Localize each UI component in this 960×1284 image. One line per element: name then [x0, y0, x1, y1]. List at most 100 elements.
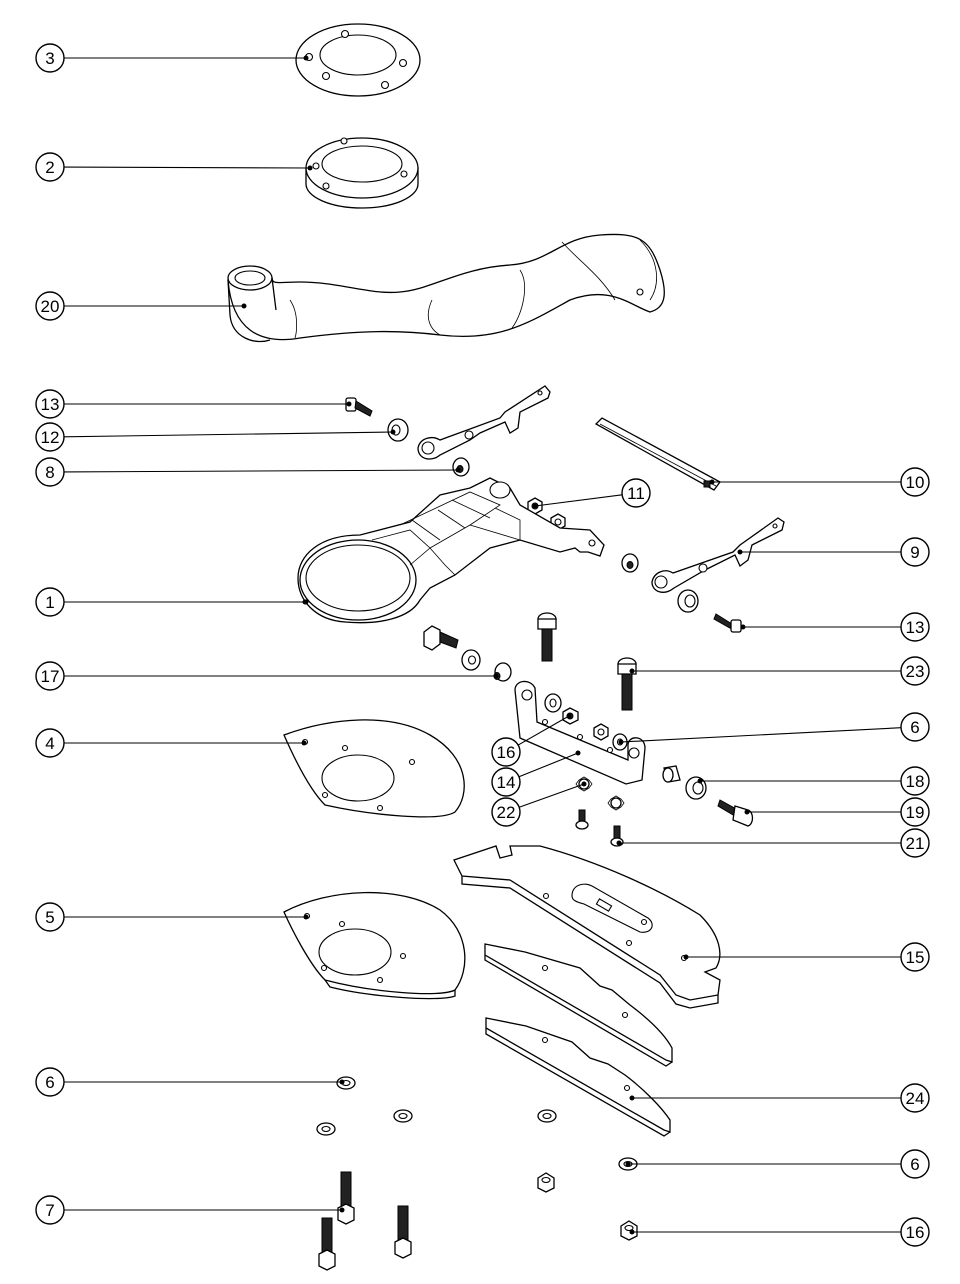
callout-7: 7: [35, 1195, 345, 1225]
callout-number: 16: [906, 1223, 925, 1242]
callout-number: 15: [906, 948, 925, 967]
washer-17-area: [462, 650, 480, 670]
callout-number: 1: [45, 593, 54, 612]
callout-number: 4: [45, 734, 54, 753]
callout-number: 5: [45, 908, 54, 927]
callout-18: 18: [697, 766, 930, 796]
leader-dot: [697, 778, 703, 784]
callout-bubble: [900, 1217, 930, 1247]
part-24-blade: [486, 1018, 670, 1136]
leader-dot: [740, 624, 746, 630]
leader-dot: [532, 503, 538, 509]
callout-bubble: [35, 902, 65, 932]
part-12-bushing: [388, 419, 408, 441]
callout-10: 10: [709, 467, 930, 497]
callout-bubble: [35, 389, 65, 419]
callout-number: 14: [497, 773, 516, 792]
part-13-screw-lower: [714, 614, 741, 632]
leader-line: [63, 469, 459, 473]
callout-16a: 16: [491, 713, 572, 767]
callout-12: 12: [35, 422, 396, 452]
callout-6c: 6: [625, 1149, 930, 1179]
callout-8: 8: [35, 457, 461, 487]
bushing-lower-right: [678, 590, 698, 612]
callout-number: 13: [41, 395, 60, 414]
leader-dot: [581, 781, 587, 787]
callout-21: 21: [616, 828, 930, 858]
lever-arm-upper: [418, 386, 550, 459]
callout-bubble: [491, 737, 521, 767]
leader-line: [518, 752, 579, 778]
leader-dot: [709, 479, 715, 485]
leader-dot: [307, 165, 313, 171]
callout-bubble: [900, 828, 930, 858]
part-5-plate: [284, 893, 465, 999]
leader-dot: [629, 1095, 635, 1101]
callout-number: 7: [45, 1201, 54, 1220]
callout-19: 19: [744, 797, 930, 827]
leader-dot: [339, 1207, 345, 1213]
part-4-plate: [284, 720, 464, 817]
callout-20: 20: [35, 291, 247, 321]
callout-2: 2: [35, 152, 313, 182]
callout-number: 6: [45, 1073, 54, 1092]
callout-13b: 13: [740, 612, 930, 642]
part-7-bolts: [319, 1172, 411, 1270]
callout-number: 19: [906, 803, 925, 822]
leader-dot: [339, 1079, 345, 1085]
leader-dot: [683, 954, 689, 960]
leader-dot: [616, 840, 622, 846]
callouts: 3220131281174567111091323616142218192115…: [35, 43, 930, 1247]
hex-bolt-left: [424, 626, 458, 650]
leader-line: [518, 783, 585, 808]
leader-line: [63, 166, 311, 169]
callout-bubble: [491, 797, 521, 827]
callout-bubble: [35, 457, 65, 487]
leader-dot: [301, 740, 307, 746]
callout-number: 10: [906, 473, 925, 492]
callout-number: 22: [497, 803, 516, 822]
callout-23: 23: [629, 656, 930, 686]
leader-dot: [618, 739, 624, 745]
callout-bubble: [900, 612, 930, 642]
callout-number: 21: [906, 834, 925, 853]
callout-13a: 13: [35, 389, 352, 419]
callout-11: 11: [532, 478, 651, 509]
callout-bubble: [491, 767, 521, 797]
bottom-washers: [317, 1077, 637, 1170]
callout-4: 4: [35, 728, 307, 758]
leader-dot: [629, 668, 635, 674]
leader-dot: [455, 467, 461, 473]
part-10-rod: [596, 418, 720, 490]
callout-bubble: [35, 728, 65, 758]
callout-17: 17: [35, 661, 499, 691]
callout-bubble: [35, 43, 65, 73]
callout-number: 16: [497, 743, 516, 762]
leader-dot: [625, 1161, 631, 1167]
leader-dot: [241, 303, 247, 309]
part-2-spacer-ring: [306, 138, 418, 208]
part-23-screw: [618, 658, 636, 710]
callout-3: 3: [35, 43, 309, 73]
part-3-gasket: [296, 24, 420, 96]
callout-bubble: [900, 467, 930, 497]
callout-1: 1: [35, 587, 309, 617]
vertical-screw-middle: [538, 613, 556, 661]
callout-bubble: [621, 478, 651, 508]
spacer-18-area: [663, 766, 680, 782]
callout-24: 24: [629, 1083, 930, 1113]
callout-number: 18: [906, 772, 925, 791]
callout-bubble: [35, 422, 65, 452]
callout-bubble: [35, 152, 65, 182]
callout-number: 13: [906, 618, 925, 637]
leader-line: [620, 727, 902, 743]
part-13-screw-upper: [346, 398, 372, 416]
callout-number: 23: [906, 662, 925, 681]
callout-15: 15: [683, 942, 930, 972]
callout-bubble: [900, 797, 930, 827]
callout-bubble: [900, 1149, 930, 1179]
blade-middle: [485, 944, 672, 1066]
callout-5: 5: [35, 902, 309, 932]
callout-bubble: [35, 661, 65, 691]
